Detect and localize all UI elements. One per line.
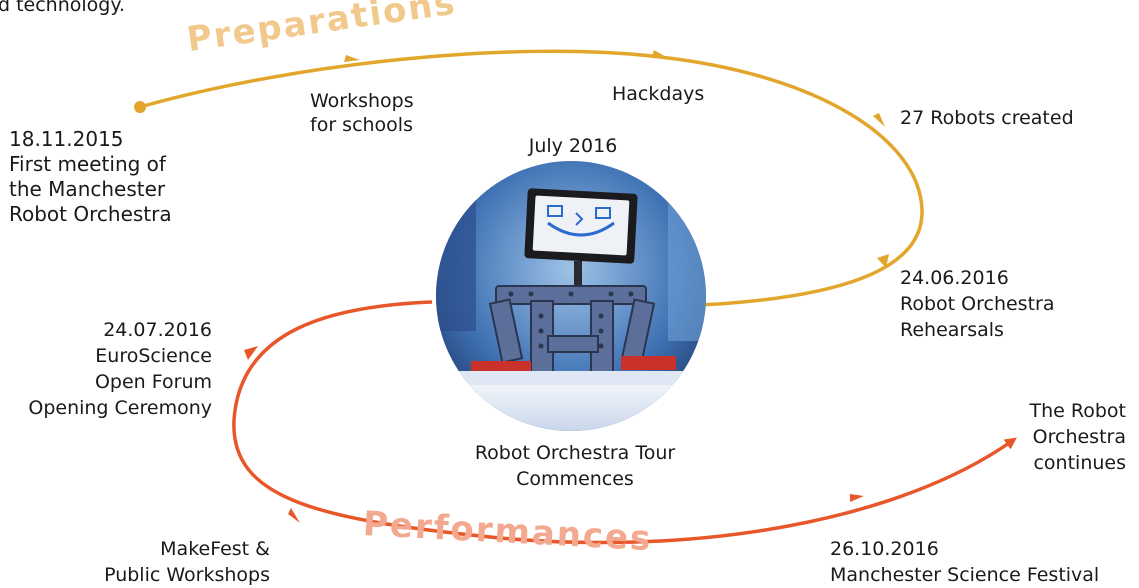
milestone-robots-created: 27 Robots created	[900, 107, 1074, 129]
milestone-tour-commences: Robot Orchestra Tour Commences	[474, 442, 676, 490]
screen-face-icon	[524, 188, 638, 264]
performances-path	[232, 300, 1017, 545]
arrow-robots-created	[873, 113, 885, 127]
milestone-july-2016: July 2016	[528, 135, 618, 157]
milestone-science-festival: 26.10.2016 Manchester Science Festival	[830, 538, 1100, 586]
intro-text-fragment: d technology.	[0, 0, 125, 16]
milestone-makefest: MakeFest & Public Workshops	[104, 538, 270, 586]
milestone-workshops-schools: Workshops for schools	[310, 90, 414, 136]
start-point	[134, 101, 146, 113]
milestone-hackdays: Hackdays	[612, 83, 705, 105]
milestone-rehearsals: 24.06.2016 Robot Orchestra Rehearsals	[900, 267, 1055, 341]
robot-photo	[436, 161, 706, 431]
arrow-workshops	[344, 55, 360, 62]
milestone-esof: 24.07.2016 EuroScience Open Forum Openin…	[28, 319, 212, 419]
preparations-path	[139, 49, 924, 308]
milestone-continues: The Robot Orchestra continues	[1029, 400, 1126, 474]
arrow-rehearsals	[877, 254, 889, 268]
arrow-makefest	[288, 508, 300, 523]
arrow-science-festival	[850, 494, 864, 502]
arrow-esof	[244, 346, 258, 360]
arrow-hackdays	[652, 50, 668, 58]
milestone-first-meeting: 18.11.2015 First meeting of the Manchest…	[9, 127, 172, 226]
